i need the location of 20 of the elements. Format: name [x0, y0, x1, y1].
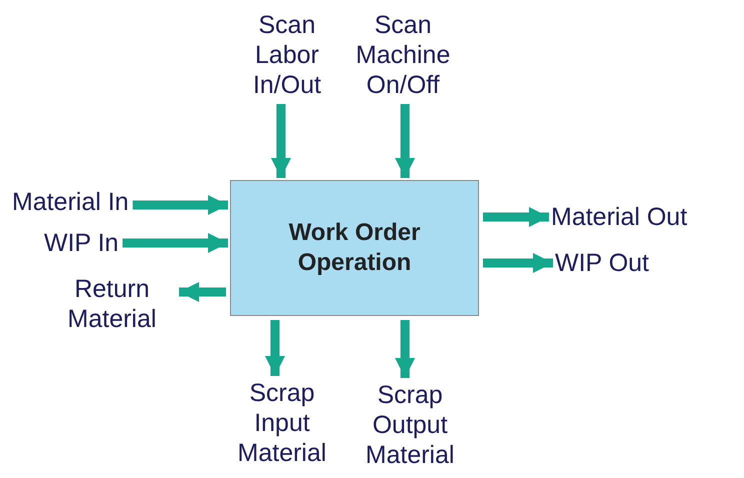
io-label: Material In: [12, 187, 129, 217]
arrow: [395, 104, 415, 178]
arrow: [132, 195, 228, 215]
arrow: [122, 233, 228, 253]
arrow: [483, 253, 553, 273]
box-title: Work Order Operation: [288, 218, 422, 278]
arrow: [271, 104, 291, 178]
io-label: Scrap Input Material: [227, 378, 337, 468]
process-box: [230, 180, 479, 316]
arrow: [265, 320, 285, 376]
arrow: [395, 320, 415, 378]
io-label: Scrap Output Material: [355, 380, 465, 470]
io-label: WIP In: [44, 228, 119, 258]
arrow: [179, 282, 226, 302]
io-label: Material Out: [551, 202, 688, 232]
arrow: [483, 207, 549, 227]
io-label: Scan Machine On/Off: [338, 10, 468, 100]
io-label: Return Material: [47, 274, 177, 334]
io-label: WIP Out: [555, 248, 650, 278]
io-label: Scan Labor In/Out: [242, 10, 332, 100]
